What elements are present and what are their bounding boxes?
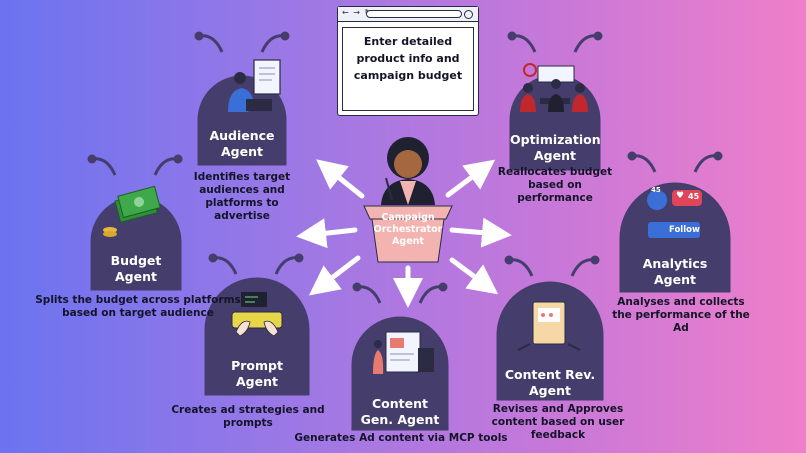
prompt-agent-head: [204, 253, 310, 396]
audience-illustration: [228, 59, 281, 112]
optimization-agent-description: Reallocates budget based on performance: [497, 166, 613, 204]
browser-content-frame: [342, 27, 474, 111]
content-rev-illustration: [517, 301, 581, 351]
browser-url-bar: [366, 10, 462, 18]
audience-agent-description: Identifies target audiences and platform…: [193, 171, 291, 222]
arrows: [296, 159, 512, 308]
arrow-to-prompt: [308, 255, 361, 296]
content-gen-illustration: [373, 331, 434, 374]
analytics-likes-heart-icon: ♥: [676, 191, 685, 201]
content-gen-agent-title: Content Gen. Agent: [360, 396, 440, 427]
audience-agent-title: Audience Agent: [209, 128, 275, 159]
arrow-to-budget: [296, 218, 358, 249]
prompt-agent-description: Creates ad strategies and prompts: [171, 404, 325, 429]
arrow-to-content-rev: [449, 257, 499, 295]
analytics-follow-label: Follow: [669, 225, 700, 235]
budget-agent-title: Budget Agent: [110, 253, 162, 284]
prompt-agent-title: Prompt Agent: [231, 358, 283, 389]
arrow-to-analytics: [449, 217, 512, 248]
content-rev-agent-description: Revises and Approves content based on us…: [491, 403, 625, 441]
optimization-illustration: [520, 63, 588, 112]
arrow-to-optimization: [445, 159, 496, 198]
analytics-agent-description: Analyses and collects the performance of…: [612, 296, 750, 334]
analytics-agent-title: Analytics Agent: [642, 256, 708, 287]
analytics-illustration: [647, 190, 702, 238]
browser-search-icon: [464, 10, 473, 19]
analytics-badge-count: 45: [651, 186, 661, 194]
input-browser-window: ← → ↻ Enter detailed product info and ca…: [337, 6, 479, 116]
podium: [363, 205, 453, 263]
budget-agent-description: Splits the budget across platforms based…: [35, 294, 241, 319]
arrow-to-audience: [316, 159, 365, 199]
analytics-likes-count: 45: [688, 192, 700, 201]
prompt-illustration: [231, 292, 283, 337]
budget-illustration: [103, 185, 161, 237]
budget-agent-head: [87, 154, 183, 291]
input-instruction-text: Enter detailed product info and campaign…: [353, 35, 463, 82]
orchestrator-label: Campaign Orchestrator Agent: [373, 212, 443, 247]
content-rev-agent-title: Content Rev. Agent: [504, 367, 596, 398]
optimization-agent-title: Optimization Agent: [510, 132, 601, 163]
content-gen-agent-description: Generates Ad content via MCP tools: [294, 432, 508, 444]
browser-toolbar: ← → ↻: [338, 7, 478, 22]
browser-nav-icons: ← → ↻: [342, 8, 373, 17]
orchestrator-figure: [381, 137, 435, 205]
